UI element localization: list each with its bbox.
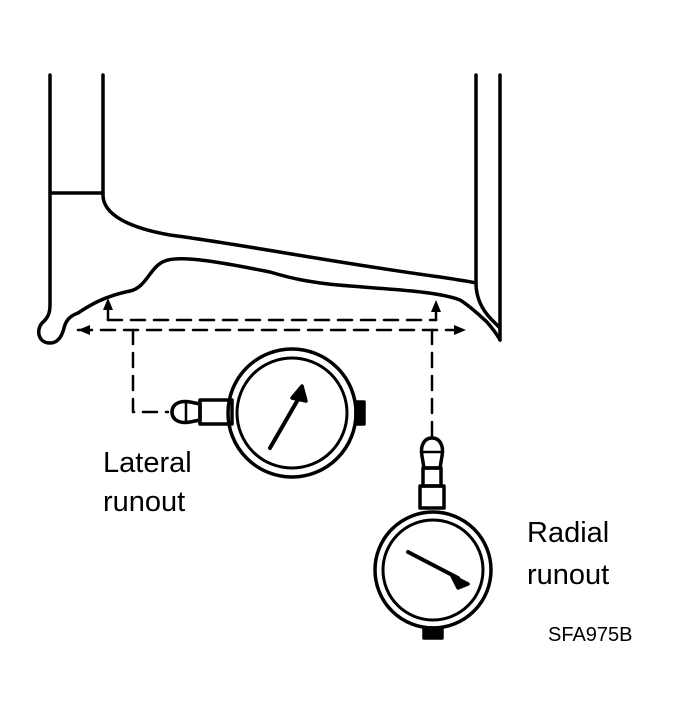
radial-gauge-needle [406, 550, 460, 580]
up-arrow-right-icon [431, 300, 441, 312]
lateral-gauge-lug [354, 400, 366, 426]
rim-right-wall [474, 73, 502, 342]
figure-code: SFA975B [548, 624, 633, 646]
lateral-runout-label-line2: runout [103, 486, 186, 518]
rim-disc [101, 73, 478, 285]
radial-dial-gauge [373, 436, 493, 640]
radial-gauge-stem-upper [421, 466, 443, 488]
lateral-gauge-stem [198, 398, 234, 426]
lateral-dial-gauge [170, 347, 366, 479]
radial-gauge-bezel [373, 510, 493, 630]
left-arrow-icon [78, 325, 90, 335]
radial-gauge-lug [422, 626, 444, 640]
measurement-references [76, 318, 468, 438]
rim-left-wall [36, 73, 80, 345]
radial-runout-label-line1: Radial [527, 517, 610, 549]
wheel-rim [36, 73, 502, 345]
up-arrow-left-icon [103, 298, 113, 310]
rim-inner-contour [76, 257, 502, 342]
radial-gauge-stem [418, 484, 446, 510]
reference-arrows [78, 298, 466, 335]
lateral-gauge-needle [268, 394, 302, 450]
radial-runout-label-line2: runout [527, 559, 610, 591]
lateral-gauge-face [235, 356, 349, 470]
radial-needle-arrow-icon [450, 574, 470, 590]
right-arrow-icon [454, 325, 466, 335]
lateral-runout-label-line1: Lateral [103, 447, 192, 479]
radial-gauge-face [381, 518, 485, 622]
lateral-probe-path [131, 328, 170, 414]
lateral-needle-arrow-icon [290, 384, 308, 403]
